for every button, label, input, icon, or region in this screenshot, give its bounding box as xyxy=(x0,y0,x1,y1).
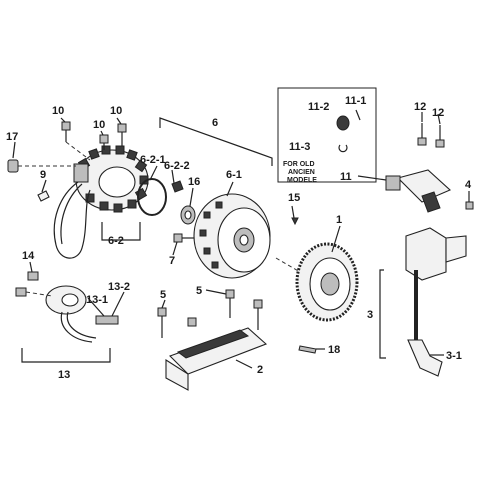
label-6-2-2: 6-2-2 xyxy=(164,160,190,172)
label-4: 4 xyxy=(465,179,472,191)
label-12a: 12 xyxy=(414,101,426,113)
old-model-note-line1: FOR OLD xyxy=(283,161,315,168)
label-1: 1 xyxy=(336,214,342,226)
stator-cover xyxy=(165,327,268,391)
label-5a: 5 xyxy=(160,289,166,301)
grommet xyxy=(7,159,19,173)
label-16: 16 xyxy=(188,176,200,188)
small-screw xyxy=(291,217,299,226)
leader-lines xyxy=(12,112,470,369)
wire-clip xyxy=(37,190,50,202)
pulser-bolt xyxy=(27,271,39,281)
label-5b: 5 xyxy=(196,285,202,297)
starter-motor xyxy=(385,169,452,213)
dowel-pin xyxy=(298,345,317,354)
label-3-1: 3-1 xyxy=(446,350,462,362)
label-11-2: 11-2 xyxy=(308,101,329,113)
label-15: 15 xyxy=(288,192,300,204)
stator-screws xyxy=(61,121,127,161)
label-6-1: 6-1 xyxy=(226,169,242,181)
woodruff-key xyxy=(171,180,184,193)
label-3: 3 xyxy=(367,309,373,321)
stator-assembly xyxy=(53,145,149,259)
label-2: 2 xyxy=(257,364,263,376)
label-11-1: 11-1 xyxy=(345,95,366,107)
label-6-2: 6-2 xyxy=(108,235,124,247)
cover-bolts xyxy=(157,289,263,338)
label-17: 17 xyxy=(6,131,18,143)
label-7: 7 xyxy=(169,255,175,267)
starter-bolts xyxy=(417,123,445,148)
label-13-2: 13-2 xyxy=(108,281,130,293)
label-13: 13 xyxy=(58,369,70,381)
old-model-note-line3: MODELE xyxy=(287,177,317,184)
label-14: 14 xyxy=(22,250,35,262)
label-12b: 12 xyxy=(432,107,444,119)
label-11: 11 xyxy=(340,171,352,183)
label-18: 18 xyxy=(328,344,340,356)
starter-driven-gear xyxy=(295,242,359,322)
o-ring xyxy=(137,178,167,216)
ignition-coil xyxy=(405,227,467,377)
label-9: 9 xyxy=(40,169,46,181)
label-10c: 10 xyxy=(110,105,122,117)
inset-box xyxy=(277,87,377,183)
label-11-3: 11-3 xyxy=(289,141,310,153)
pulser-coil xyxy=(45,285,97,343)
part-labels: 1 2 3 3-1 4 5 5 6 6-1 6-2 6-2-1 6-2-2 7 … xyxy=(6,95,472,381)
label-10b: 10 xyxy=(93,119,105,131)
coil-bolt xyxy=(465,201,474,210)
label-10a: 10 xyxy=(52,105,64,117)
rotor-bolt xyxy=(173,233,196,243)
label-6-2-1: 6-2-1 xyxy=(140,154,166,166)
label-13-1: 13-1 xyxy=(86,294,108,306)
label-6: 6 xyxy=(212,117,218,129)
flywheel-rotor xyxy=(193,193,271,279)
pinion-gear xyxy=(336,115,350,131)
old-model-note-line2: ANCIEN xyxy=(288,169,315,176)
